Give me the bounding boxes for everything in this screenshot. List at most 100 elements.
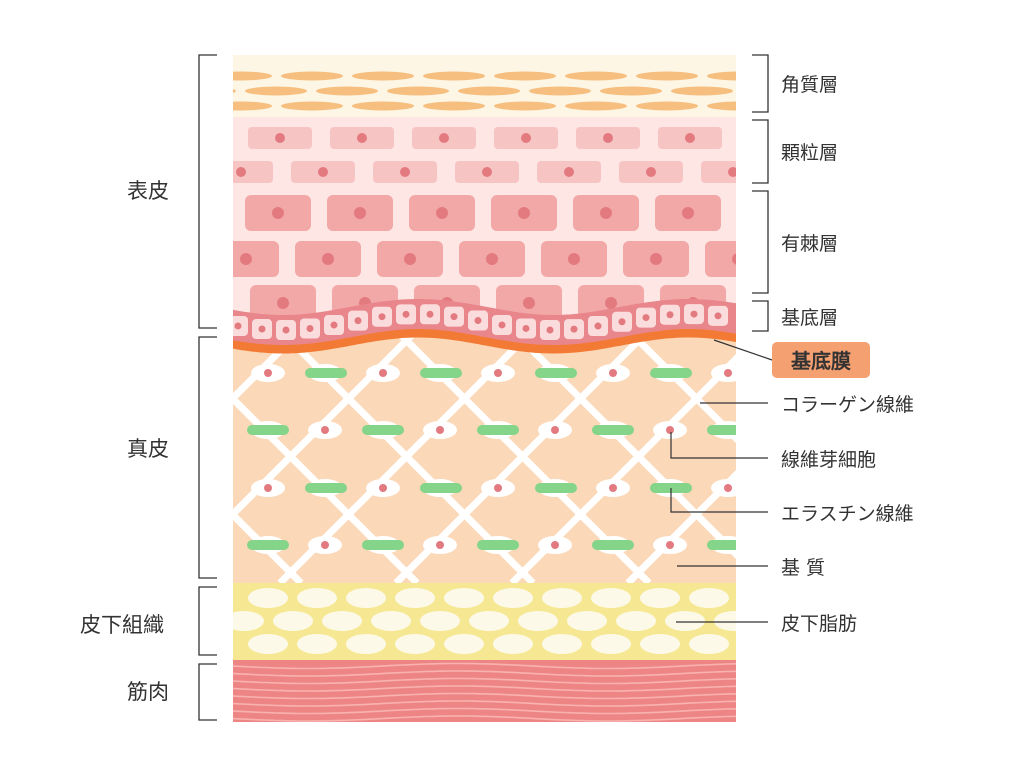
granular-nucleus (603, 133, 613, 143)
dermis-bracket (198, 336, 217, 579)
basal-nucleus (450, 313, 458, 321)
spinous-nucleus (354, 207, 366, 219)
fibroblast-nucleus (494, 369, 502, 377)
basal-cells (233, 304, 728, 340)
spinous-nucleus (769, 297, 781, 309)
fat-cell (567, 611, 607, 631)
elastin-fiber (362, 425, 404, 435)
muscle-fiber-lines (233, 662, 736, 722)
label-muscle: 筋肉 (127, 680, 169, 704)
tissue-layers (233, 55, 1024, 722)
label-epidermis: 表皮 (127, 179, 169, 203)
corneum-cells (233, 71, 736, 111)
corneum-cell (316, 86, 378, 96)
fibroblast-nucleus (436, 541, 444, 549)
corneum-cell (423, 71, 485, 81)
corneum-cell (707, 71, 736, 81)
basal-nucleus (258, 325, 266, 333)
fibroblast-nucleus (551, 426, 559, 434)
label-dermis: 真皮 (127, 437, 169, 461)
basal-nucleus (522, 324, 530, 332)
fat-cell (395, 634, 435, 654)
basement-membrane-leader (713, 339, 773, 361)
basal-nucleus (570, 325, 578, 333)
granular-bracket (752, 119, 769, 184)
fibroblast-nucleus (724, 484, 732, 492)
fat-cell (420, 611, 460, 631)
corneum-bracket (752, 54, 769, 113)
basement-membrane (233, 324, 736, 354)
fat-cell (248, 634, 288, 654)
spinous-nucleus (605, 297, 617, 309)
fat-cell (591, 588, 631, 608)
fibroblast-nucleus (666, 426, 674, 434)
fat-cell (542, 588, 582, 608)
spinous-nucleus (600, 207, 612, 219)
label-subcutaneous-tissue: 皮下組織 (80, 613, 164, 637)
label-stratum-corneum: 角質層 (781, 74, 838, 96)
corneum-cell (636, 101, 698, 111)
elastin-fiber (592, 425, 634, 435)
elastin-fiber (535, 368, 577, 378)
spinous-nucleus (486, 253, 498, 265)
fat-cell (738, 634, 778, 654)
fat-cell (616, 611, 656, 631)
corneum-cell (671, 86, 733, 96)
collagen-line (860, 330, 1024, 583)
spinous-nucleus (277, 297, 289, 309)
basal-nucleus (474, 317, 482, 325)
subcutaneous-bracket (198, 586, 217, 656)
label-collagen-fibers: コラーゲン線維 (781, 394, 914, 416)
muscle-bracket (198, 663, 217, 721)
fat-cell (640, 634, 680, 654)
basal-nucleus (282, 326, 290, 334)
fat-cell (297, 588, 337, 608)
muscle-fiber (233, 677, 736, 685)
basal-nucleus (426, 310, 434, 318)
fat-cell (233, 611, 264, 631)
muscle-fiber (233, 700, 736, 707)
fibroblast-nucleus (724, 369, 732, 377)
spinous-nucleus (732, 253, 736, 265)
muscle-fiber (233, 707, 736, 715)
fat-cell (346, 634, 386, 654)
corneum-cell (423, 101, 485, 111)
spinous-nucleus (272, 207, 284, 219)
label-stratum-spinosum: 有棘層 (781, 233, 838, 255)
fat-cell (714, 611, 736, 631)
basal-nucleus (306, 325, 314, 333)
fat-cell (322, 611, 362, 631)
granular-nucleus (236, 167, 246, 177)
fat-cell (542, 634, 582, 654)
collagen-line (976, 330, 1024, 583)
basal-nucleus (594, 322, 602, 330)
elastin-fiber (477, 425, 519, 435)
spinous-nucleus (322, 253, 334, 265)
fibroblast-nucleus (609, 369, 617, 377)
spinous-nucleus (650, 253, 662, 265)
epidermis-bracket (198, 54, 217, 329)
granular-cells (233, 127, 736, 183)
granular-nucleus (400, 167, 410, 177)
granular-nucleus (564, 167, 574, 177)
corneum-cell (233, 71, 272, 81)
spinous-nucleus (404, 253, 416, 265)
corneum-cell (494, 71, 556, 81)
label-subcutaneous-fat: 皮下脂肪 (781, 613, 857, 635)
elastin-fiber (477, 540, 519, 550)
basal-nucleus (642, 314, 650, 322)
corneum-cell (636, 71, 698, 81)
muscle-fiber (233, 715, 736, 722)
fibroblast-nucleus (379, 484, 387, 492)
elastin-fiber (592, 540, 634, 550)
spinous-cell (233, 241, 279, 277)
basal-nucleus (618, 318, 626, 326)
basal-nucleus (690, 310, 698, 318)
granular-nucleus (275, 133, 285, 143)
corneum-cell (352, 71, 414, 81)
fat-cell (395, 588, 435, 608)
corneum-cell (565, 71, 627, 81)
granular-nucleus (439, 133, 449, 143)
fat-cell (591, 634, 631, 654)
